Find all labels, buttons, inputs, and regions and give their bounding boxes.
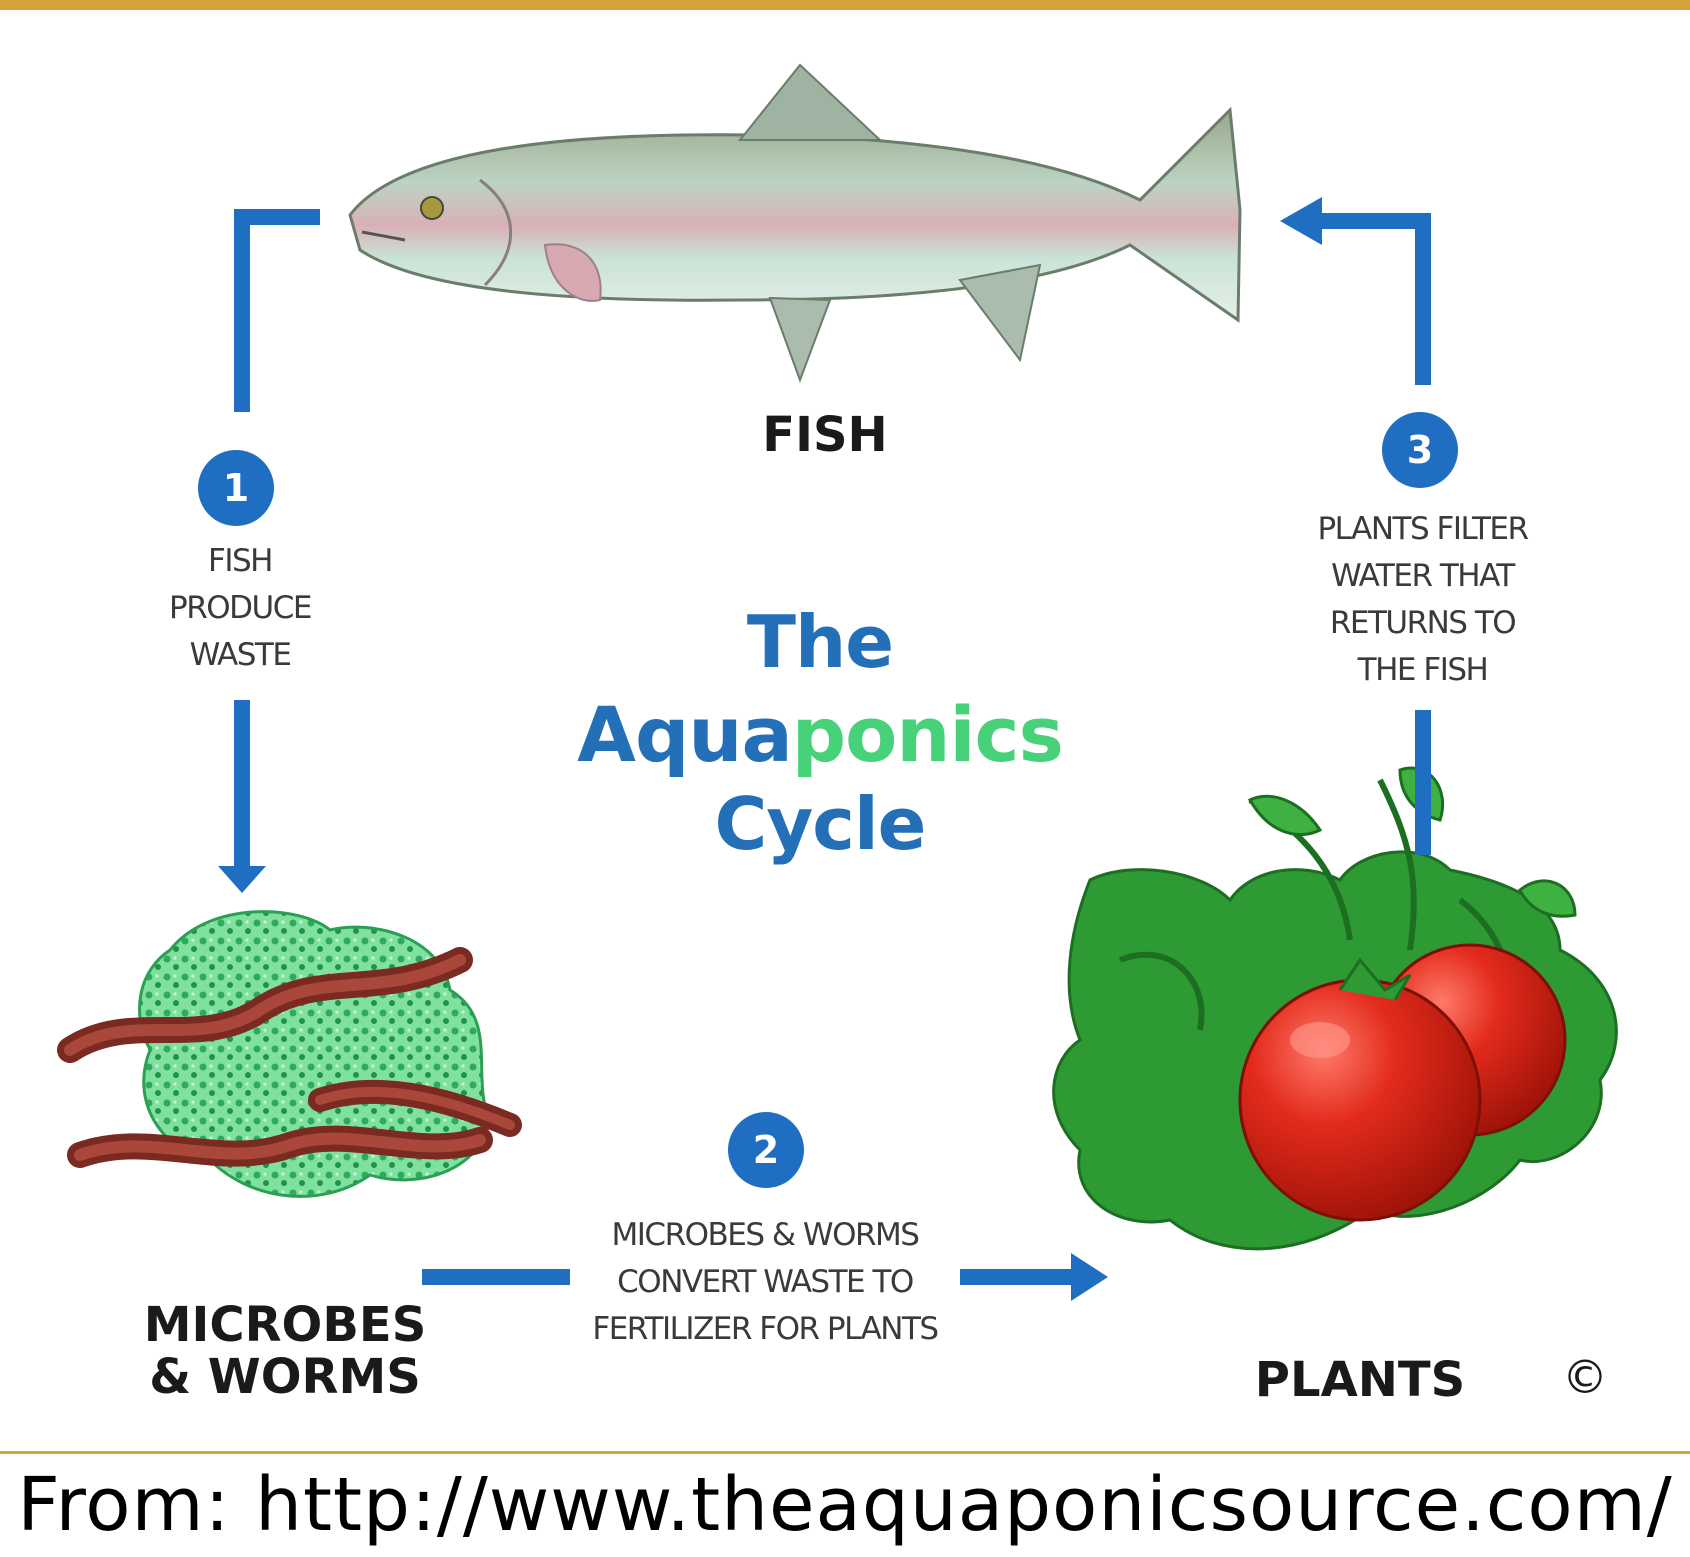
title-word-aqua: Aqua: [577, 690, 792, 779]
step-2-text: MICROBES & WORMS CONVERT WASTE TO FERTIL…: [545, 1212, 985, 1353]
bottom-rule: [0, 1451, 1690, 1454]
step-1-text: FISH PRODUCE WASTE: [130, 538, 350, 679]
copyright-symbol: ©: [1562, 1350, 1608, 1404]
title-line-3: Cycle: [540, 782, 1100, 866]
fish-label: FISH: [700, 410, 950, 462]
title-line-1: The: [540, 600, 1100, 684]
step-2-badge: 2: [728, 1112, 804, 1188]
step-1-badge: 1: [198, 450, 274, 526]
title-word-the: The: [747, 600, 893, 684]
title-word-cycle: Cycle: [715, 782, 926, 866]
microbes-worms-label: MICROBES & WORMS: [130, 1300, 440, 1404]
plants-tomato-icon: [1054, 768, 1617, 1249]
fish-icon: [350, 65, 1240, 380]
title-word-ponics: ponics: [792, 690, 1063, 779]
source-caption: From: http://www.theaquaponicsource.com/: [0, 1462, 1690, 1548]
title-line-2: Aquaponics: [540, 690, 1100, 779]
plants-label: PLANTS: [1230, 1355, 1490, 1407]
step-3-badge: 3: [1382, 412, 1458, 488]
step-3-text: PLANTS FILTER WATER THAT RETURNS TO THE …: [1270, 506, 1575, 694]
microbes-worms-icon: [70, 912, 510, 1197]
